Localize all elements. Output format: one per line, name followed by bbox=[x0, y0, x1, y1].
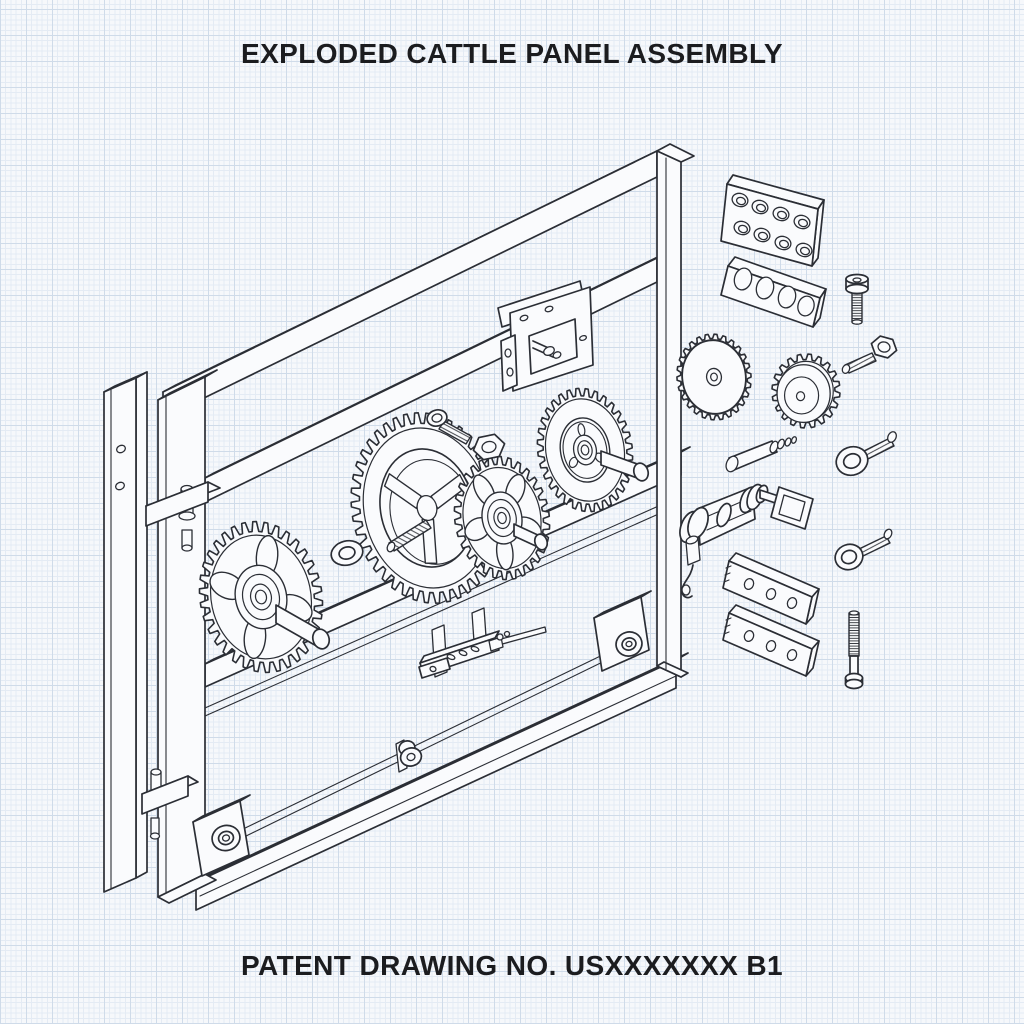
threaded-stud bbox=[844, 610, 864, 690]
bar-hole bbox=[755, 276, 775, 300]
bar-hole bbox=[797, 295, 815, 317]
bracket-screw-hole bbox=[506, 367, 514, 377]
hex-bolt-with-nut bbox=[426, 409, 506, 461]
slider-slot bbox=[446, 653, 456, 661]
crown-gear bbox=[772, 354, 840, 428]
slider-slot bbox=[470, 645, 480, 653]
bar-hole bbox=[777, 285, 797, 309]
washer bbox=[330, 539, 364, 567]
strap-hole bbox=[765, 587, 777, 601]
strap-hole bbox=[743, 629, 755, 643]
plate-holes bbox=[731, 192, 813, 258]
mounting-plate-8-hole bbox=[720, 174, 825, 267]
strap-hinge-lower bbox=[141, 768, 199, 840]
bar-hole bbox=[733, 267, 753, 291]
strap-hole bbox=[786, 648, 798, 662]
post-screw-hole bbox=[115, 481, 125, 491]
eye-bolt-upper bbox=[835, 431, 897, 477]
eye-bolt-lower bbox=[834, 528, 893, 571]
belt-roller bbox=[395, 739, 423, 773]
bracket-screw-hole bbox=[578, 334, 588, 342]
latch-barrel bbox=[679, 483, 814, 546]
latch-hook bbox=[681, 535, 701, 599]
ring-gear-threaded-stud bbox=[386, 519, 432, 553]
hinge-pin-top bbox=[150, 768, 162, 776]
post-screw-hole bbox=[116, 444, 126, 454]
drive-gear-left-shaft bbox=[275, 604, 331, 650]
hinge-strap-plate-lower bbox=[722, 604, 820, 677]
hex-bolt-diagonal bbox=[841, 335, 898, 374]
bracket-screw-hole bbox=[519, 314, 529, 322]
bracket-screw-hole bbox=[504, 348, 512, 358]
strap-hole bbox=[765, 639, 777, 653]
spacer-bar-4-hole bbox=[720, 256, 827, 328]
drawing-title: EXPLODED CATTLE PANEL ASSEMBLY bbox=[241, 38, 783, 69]
tension-pulley-left bbox=[192, 794, 251, 877]
tension-pulley-right bbox=[593, 590, 652, 672]
pinion-gear-shaft bbox=[513, 523, 549, 551]
strap-hinge-upper bbox=[145, 481, 221, 552]
gear-housing-bracket bbox=[497, 280, 594, 392]
hinge-strap-plate-upper bbox=[722, 552, 820, 625]
flanged-hub-gear-shaft bbox=[600, 450, 650, 482]
flanged-hub-gear-right bbox=[528, 381, 642, 519]
patent-number: PATENT DRAWING NO. USXXXXXXX B1 bbox=[241, 950, 783, 981]
strap-hole bbox=[743, 577, 755, 591]
strap-hole bbox=[786, 596, 798, 610]
hinge-post bbox=[103, 371, 148, 893]
drive-belt bbox=[238, 647, 620, 839]
socket-head-bolt bbox=[845, 273, 869, 325]
gate-frame-right-stile bbox=[656, 143, 695, 678]
slider-slot bbox=[458, 649, 468, 657]
gate-frame-bottom-rail bbox=[195, 652, 689, 911]
latch-handle bbox=[759, 486, 814, 530]
bracket-screw-hole bbox=[544, 305, 554, 313]
bracket-pin bbox=[532, 340, 562, 359]
slotted-latch-slider bbox=[418, 607, 547, 679]
drive-gear-left bbox=[186, 510, 336, 684]
grease-fitting-pin bbox=[725, 436, 798, 473]
disc-gear bbox=[671, 329, 756, 424]
